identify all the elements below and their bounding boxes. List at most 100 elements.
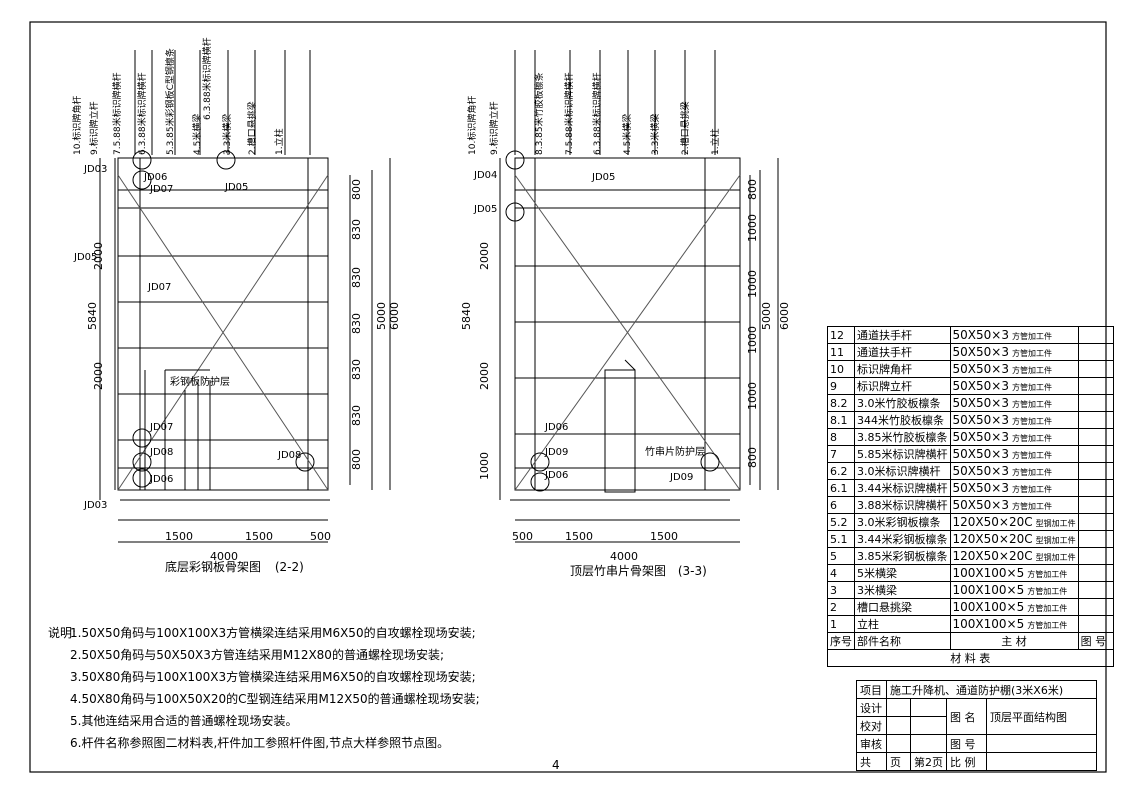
left-callout: 4.5米横梁 (191, 114, 203, 155)
right-dim-inner: 800 (746, 447, 759, 468)
bom-header-cell: 图 号 (1077, 632, 1114, 650)
right-joint-label: JD09 (669, 472, 693, 483)
left-joint-label: JD07 (147, 282, 171, 293)
left-dim-right: 5000 (375, 302, 388, 330)
tb-row: 审核 图 号 (856, 734, 1097, 753)
right-callout: 6.3.88米标识牌横杆 (591, 72, 603, 155)
left-dim-left: 5840 (86, 302, 99, 330)
bom-cell-name: 3.0米彩钢板檩条 (854, 513, 951, 531)
bom-cell-no: 6.2 (827, 462, 855, 480)
bom-cell-name: 5.85米标识牌横杆 (854, 445, 951, 463)
left-callout: 6.3.88米标识牌横杆 (136, 72, 148, 155)
right-dim-inner: 800 (746, 179, 759, 200)
bom-header-cell: 序号 (827, 632, 855, 650)
left-joint-label: JD05 (73, 252, 97, 263)
left-joint-label: JD08 (149, 447, 173, 458)
bom-spec-note: 型钢加工件 (1035, 553, 1076, 562)
left-dim-bottom: 1500 (165, 530, 193, 543)
right-callout: 9.标识牌立杆 (488, 101, 500, 155)
notes-lead: 说明: (48, 626, 77, 640)
bom-spec: 120X50×20C (952, 515, 1033, 529)
right-joint-label: JD05 (591, 172, 615, 183)
tb-row: 校对 (856, 716, 1097, 735)
bom-spec-note: 方管加工件 (1027, 621, 1068, 630)
right-callout: 1.立柱 (709, 128, 721, 155)
left-joint-label: JD05 (224, 182, 248, 193)
left-dim-inner: 830 (350, 267, 363, 288)
note-line: 1.50X50角码与100X100X3方管横梁连结采用M6X50的自攻螺栓现场安… (70, 626, 476, 640)
bom-cell-name: 3.44米标识牌横杆 (854, 479, 951, 497)
right-dim-left: 5840 (460, 302, 473, 330)
right-callout: 3.3米横梁 (649, 114, 661, 155)
left-dim-right: 6000 (388, 302, 400, 330)
bom-cell-drawing (1077, 377, 1114, 395)
bom-cell-drawing (1077, 496, 1114, 514)
bom-cell-name: 立柱 (854, 615, 951, 633)
bom-spec: 50X50×3 (952, 413, 1009, 427)
bom-cell-name: 通道扶手杆 (854, 343, 951, 361)
bom-spec: 100X100×5 (952, 583, 1025, 597)
bom-cell-no: 11 (827, 343, 855, 361)
bom-spec-note: 方管加工件 (1011, 434, 1052, 443)
right-structure-drawing: 竹串片防护层 JD04 JD05 JD05 JD06 JD09 JD06 JD0… (460, 50, 791, 563)
left-dim-inner: 830 (350, 219, 363, 240)
left-outline (117, 157, 329, 491)
left-callout: 3.3米横梁 (221, 114, 233, 155)
left-callout: 7.5.88米标识牌横杆 (111, 72, 123, 155)
right-joint-label: JD06 (544, 422, 568, 433)
right-callout: 4.5米横梁 (621, 114, 633, 155)
bom-cell-name: 3.85米彩钢板檩条 (854, 547, 951, 565)
tb-drawing-name-label: 图 名 (946, 698, 987, 735)
bom-cell-no: 6 (827, 496, 855, 514)
bom-cell-drawing (1077, 394, 1114, 412)
tb-design: 设计 (856, 698, 887, 717)
bom-cell-name: 5米横梁 (854, 564, 951, 582)
left-panel-label: 彩钢板防护层 (170, 375, 230, 388)
bom-cell-no: 8.1 (827, 411, 855, 429)
tb-drawing-name-value: 顶层平面结构图 (986, 698, 1097, 735)
left-joint-label: JD06 (149, 474, 173, 485)
bom-spec: 50X50×3 (952, 345, 1009, 359)
bom-cell-no: 10 (827, 360, 855, 378)
left-dim-left: 2000 (92, 362, 105, 390)
bom-spec-note: 型钢加工件 (1035, 519, 1076, 528)
tb-row: 设计 图 名 顶层平面结构图 (856, 698, 1097, 735)
right-drawing-title: 顶层竹串片骨架图 (3-3) (570, 562, 707, 579)
bom-spec-note: 方管加工件 (1011, 383, 1052, 392)
right-dim-inner: 1000 (746, 214, 759, 242)
bom-cell-no: 4 (827, 564, 855, 582)
bom-spec: 50X50×3 (952, 430, 1009, 444)
bom-spec: 50X50×3 (952, 498, 1009, 512)
tb-scale-label: 比 例 (946, 752, 987, 771)
bom-cell-drawing (1077, 360, 1114, 378)
bom-caption-row: 材 料 表 (827, 649, 1114, 667)
note-line: 4.50X80角码与100X50X20的C型钢连结采用M12X50的普通螺栓现场… (70, 692, 480, 706)
left-title-text: 底层彩钢板骨架图 (165, 560, 262, 574)
bom-cell-drawing (1077, 411, 1114, 429)
left-dim-total: 4000 (210, 550, 238, 563)
left-joint-label: JD07 (149, 184, 173, 195)
right-dim-inner: 1000 (746, 270, 759, 298)
